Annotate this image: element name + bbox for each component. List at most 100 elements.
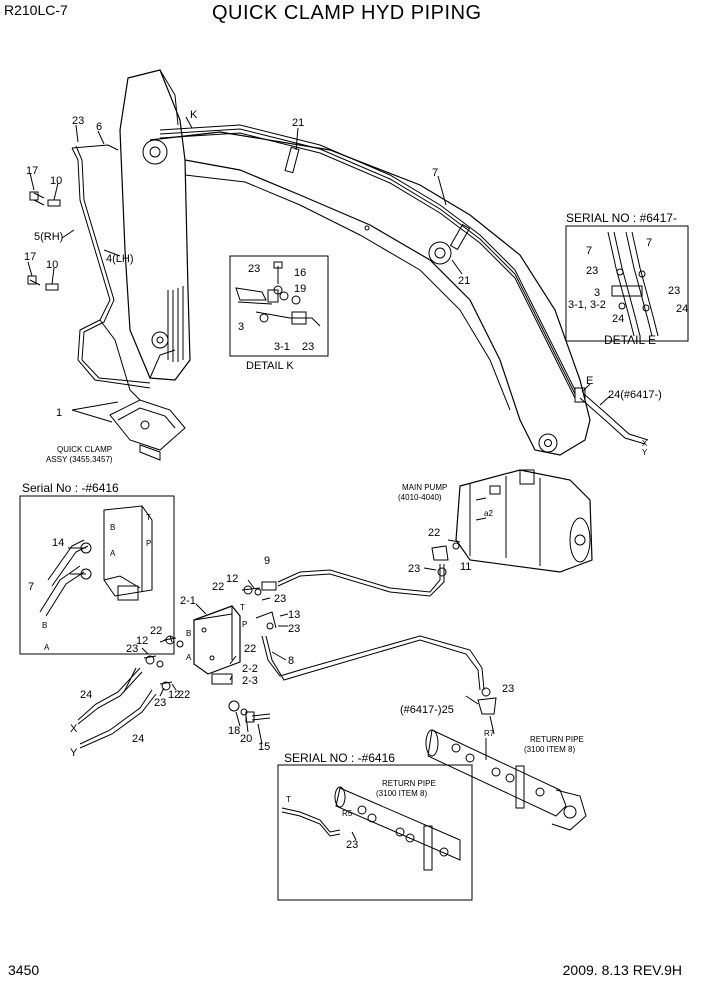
- control-valve-assembly: [77, 564, 485, 749]
- detail-k-label: DETAIL K: [246, 360, 294, 372]
- callout: 16: [294, 267, 306, 279]
- return-pipe: [425, 729, 587, 831]
- callout: Y: [642, 448, 648, 457]
- port-label: B: [186, 629, 191, 638]
- callout: A: [110, 549, 116, 558]
- callout: X: [70, 723, 78, 735]
- callout: 3-1, 3-2: [568, 299, 606, 311]
- main-pump-label: MAIN PUMP: [402, 483, 447, 492]
- callout: 24: [80, 689, 92, 701]
- detail-k: [229, 255, 329, 357]
- callout: 4(LH): [106, 253, 134, 265]
- callout: 15: [258, 741, 270, 753]
- detail-e: [565, 225, 689, 342]
- callout: 24: [612, 313, 624, 325]
- return-pipe-label: RETURN PIPE: [530, 735, 584, 744]
- callout: 22: [212, 581, 224, 593]
- callout: 10: [46, 259, 58, 271]
- callout: 23: [502, 683, 514, 695]
- port-label: T: [240, 603, 245, 612]
- callout: 12: [136, 635, 148, 647]
- quick-clamp-assy-label: ASSY (3455,3457): [46, 455, 113, 464]
- callout: 23: [668, 285, 680, 297]
- callout: 21: [292, 117, 304, 129]
- detail-e-label: DETAIL E: [604, 333, 656, 347]
- return-pipe-ref: (3100 ITEM 8): [524, 745, 575, 754]
- callout: 19: [294, 283, 306, 295]
- callout: X: [642, 439, 648, 448]
- callout: 1: [56, 407, 62, 419]
- callout: 22: [178, 689, 190, 701]
- callout: 23: [126, 643, 138, 655]
- callout: 24(#6417-): [608, 389, 662, 401]
- callout: 24: [676, 303, 688, 315]
- port-label: T: [286, 795, 291, 804]
- callout: 23: [248, 263, 260, 275]
- callout: 23: [586, 265, 598, 277]
- callout: 18: [228, 725, 240, 737]
- return-pipe-ref-2: (3100 ITEM 8): [376, 789, 427, 798]
- callout: 5(RH): [34, 231, 63, 243]
- port-label: a2: [484, 509, 493, 518]
- callout: 2-2: [242, 663, 258, 675]
- callout: 10: [50, 175, 62, 187]
- main-pump-ref: (4010-4040): [398, 493, 442, 502]
- callout: 6: [96, 121, 102, 133]
- serial-left-box: [19, 495, 175, 655]
- callout: T: [146, 513, 151, 522]
- callout: 23: [288, 623, 300, 635]
- callout: 7: [28, 581, 34, 593]
- callout: 9: [264, 555, 270, 567]
- callout: 12: [226, 573, 238, 585]
- callout: 21: [458, 275, 470, 287]
- callout: 3: [594, 287, 600, 299]
- port-label: R7: [484, 729, 495, 738]
- callout: 24: [132, 733, 144, 745]
- callout: 23: [302, 341, 314, 353]
- callout: 8: [288, 655, 294, 667]
- quick-clamp-label: QUICK CLAMP: [57, 445, 112, 454]
- callout: 2-1: [180, 595, 196, 607]
- serial-bottom-label: SERIAL NO : -#6416: [284, 751, 395, 765]
- callout: 3-1: [274, 341, 290, 353]
- return-pipe-label-2: RETURN PIPE: [382, 779, 436, 788]
- main-pump: [423, 469, 593, 735]
- callout: 17: [26, 165, 38, 177]
- serial-bottom-box: [277, 764, 473, 901]
- page-title: QUICK CLAMP HYD PIPING: [212, 2, 482, 24]
- model-code: R210LC-7: [4, 2, 68, 18]
- callout: 17: [24, 251, 36, 263]
- callout: 22: [150, 625, 162, 637]
- callout: (#6417-)25: [400, 704, 454, 716]
- callout: 23: [72, 115, 84, 127]
- port-label: P: [242, 620, 247, 629]
- callout: 13: [288, 609, 300, 621]
- serial-left-label: Serial No : -#6416: [22, 481, 119, 495]
- boom-arm-drawing: [27, 69, 649, 461]
- callout: 12: [168, 689, 180, 701]
- callout: 7: [432, 167, 438, 179]
- callout: K: [190, 109, 198, 121]
- serial-e-label: SERIAL NO : #6417-: [566, 211, 677, 225]
- callout: 23: [408, 563, 420, 575]
- callout: 11: [460, 561, 471, 573]
- callout: B: [42, 621, 47, 630]
- callout: 7: [586, 245, 592, 257]
- callout: A: [44, 643, 50, 652]
- callout: 2-3: [242, 675, 258, 687]
- callout-labels: 23 6 17 10 5(RH) 4(LH) 17 10 1 K 21 7 21…: [22, 109, 688, 851]
- callout: 23: [154, 697, 166, 709]
- callout: B: [110, 523, 115, 532]
- revision-date: 2009. 8.13 REV.9H: [562, 962, 682, 978]
- callout: 22: [428, 527, 440, 539]
- callout: 23: [274, 593, 286, 605]
- callout: Y: [70, 747, 78, 759]
- callout: 22: [244, 643, 256, 655]
- callout: 7: [646, 237, 652, 249]
- callout: P: [146, 539, 151, 548]
- callout: 14: [52, 537, 64, 549]
- callout: 20: [240, 733, 252, 745]
- callout: 23: [346, 839, 358, 851]
- port-label: R5: [342, 809, 353, 818]
